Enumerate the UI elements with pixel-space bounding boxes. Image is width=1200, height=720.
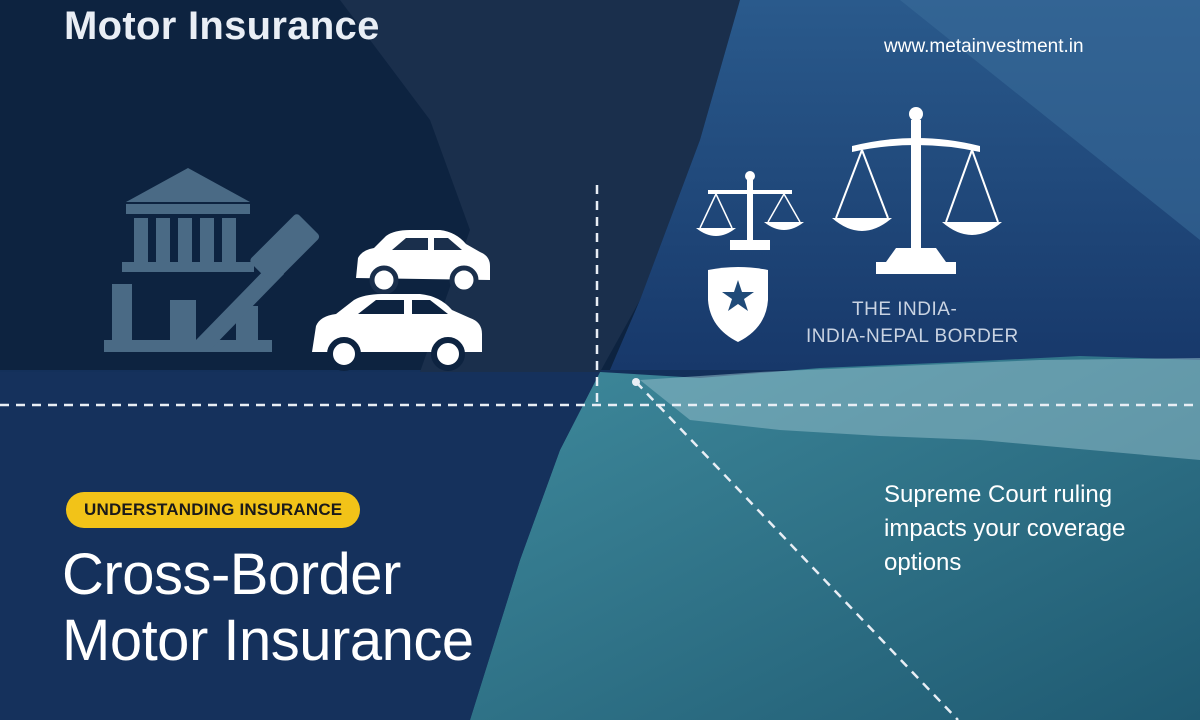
gavel-icon: [196, 214, 320, 352]
police-shield-icon: [708, 267, 768, 342]
bg-right-glow: [900, 0, 1200, 240]
border-label-line2: INDIA-NEPAL BORDER: [806, 326, 1019, 347]
divider-node: [632, 378, 640, 386]
category-badge: UNDERSTANDING INSURANCE: [66, 492, 361, 528]
header-title: Motor Insurance: [64, 4, 380, 48]
bg-watercolor-band: [640, 358, 1200, 460]
main-title-line1: Cross-Border: [62, 542, 401, 607]
category-badge-label: UNDERSTANDING INSURANCE: [84, 500, 343, 519]
scales-of-justice-icon: [696, 171, 804, 250]
main-title-line2: Motor Insurance: [62, 608, 474, 673]
border-label-line1: THE INDIA-: [852, 299, 958, 320]
bg-left-lower: [0, 372, 600, 720]
divider-diagonal: [635, 381, 959, 720]
bg-teal-region: [470, 356, 1200, 720]
bg-slate-wedge: [340, 0, 740, 372]
website-url[interactable]: www.metainvestment.in: [884, 36, 1084, 57]
ruling-note: Supreme Court ruling impacts your covera…: [884, 481, 1126, 576]
car-icon: [356, 230, 490, 295]
courthouse-icon: [104, 168, 272, 352]
scales-of-justice-icon: [832, 107, 1002, 274]
border-label: THE INDIA- INDIA-NEPAL BORDER: [806, 296, 1019, 350]
car-icon: [312, 294, 482, 371]
main-title: Cross-Border Motor Insurance: [62, 542, 474, 674]
